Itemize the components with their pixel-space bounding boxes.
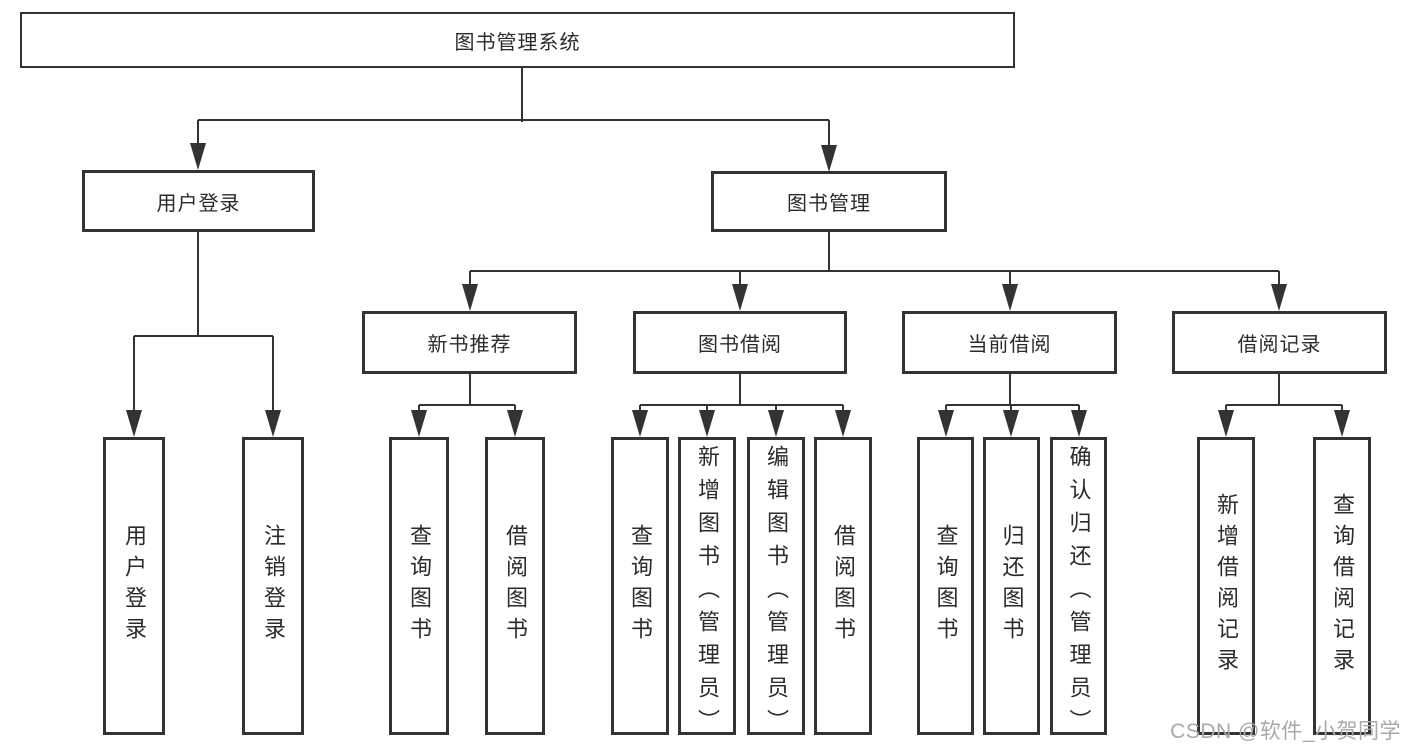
- node-borrowing-records: 借阅记录: [1172, 311, 1387, 374]
- leaf-add-books-admin: 新增图书（管理员）: [678, 437, 736, 742]
- leaf-logout: 注销登录: [242, 437, 304, 735]
- node-library-system: 图书管理系统: [20, 12, 1015, 68]
- node-label: 图书借阅: [698, 334, 782, 356]
- leaf-query-books-current: 查询图书: [917, 437, 974, 735]
- leaf-label: 查询借阅记录: [1330, 493, 1355, 679]
- leaf-borrow-books-borrowing: 借阅图书: [814, 437, 872, 735]
- node-label: 当前借阅: [967, 334, 1052, 356]
- leaf-label: 确认归还（管理员）: [1066, 445, 1092, 742]
- leaf-label: 借阅图书: [831, 524, 856, 648]
- node-label: 借阅记录: [1237, 334, 1322, 356]
- leaf-label: 归还图书: [999, 524, 1025, 648]
- node-label: 图书管理: [787, 193, 871, 215]
- leaf-label: 新增借阅记录: [1214, 493, 1239, 679]
- leaf-query-books-borrowing: 查询图书: [611, 437, 669, 735]
- leaf-label: 用户登录: [122, 524, 147, 648]
- leaf-query-books-recommend: 查询图书: [389, 437, 449, 735]
- leaf-return-books: 归还图书: [983, 437, 1040, 735]
- csdn-watermark: CSDN @软件_小贺同学: [1170, 720, 1401, 743]
- leaf-label: 注销登录: [261, 524, 286, 648]
- node-user-login: 用户登录: [82, 170, 315, 232]
- leaf-label: 新增图书（管理员）: [695, 445, 720, 742]
- leaf-label: 借阅图书: [503, 524, 528, 648]
- node-book-management: 图书管理: [711, 171, 947, 232]
- node-current-borrowing: 当前借阅: [902, 311, 1117, 374]
- leaf-label: 查询图书: [407, 524, 432, 648]
- leaf-user-login: 用户登录: [103, 437, 165, 735]
- leaf-borrow-books-recommend: 借阅图书: [485, 437, 545, 735]
- node-label: 图书管理系统: [454, 31, 581, 54]
- node-book-borrowing: 图书借阅: [633, 311, 847, 374]
- leaf-label: 编辑图书（管理员）: [764, 445, 789, 742]
- node-label: 用户登录: [156, 192, 241, 215]
- leaf-label: 查询图书: [933, 524, 959, 648]
- leaf-add-borrow-record: 新增借阅记录: [1197, 437, 1255, 735]
- node-new-book-recommend: 新书推荐: [362, 311, 577, 374]
- leaf-edit-books-admin: 编辑图书（管理员）: [747, 437, 805, 742]
- leaf-confirm-return-admin: 确认归还（管理员）: [1050, 437, 1107, 742]
- leaf-label: 查询图书: [628, 524, 653, 648]
- node-label: 新书推荐: [427, 334, 512, 356]
- leaf-query-borrow-record: 查询借阅记录: [1313, 437, 1371, 735]
